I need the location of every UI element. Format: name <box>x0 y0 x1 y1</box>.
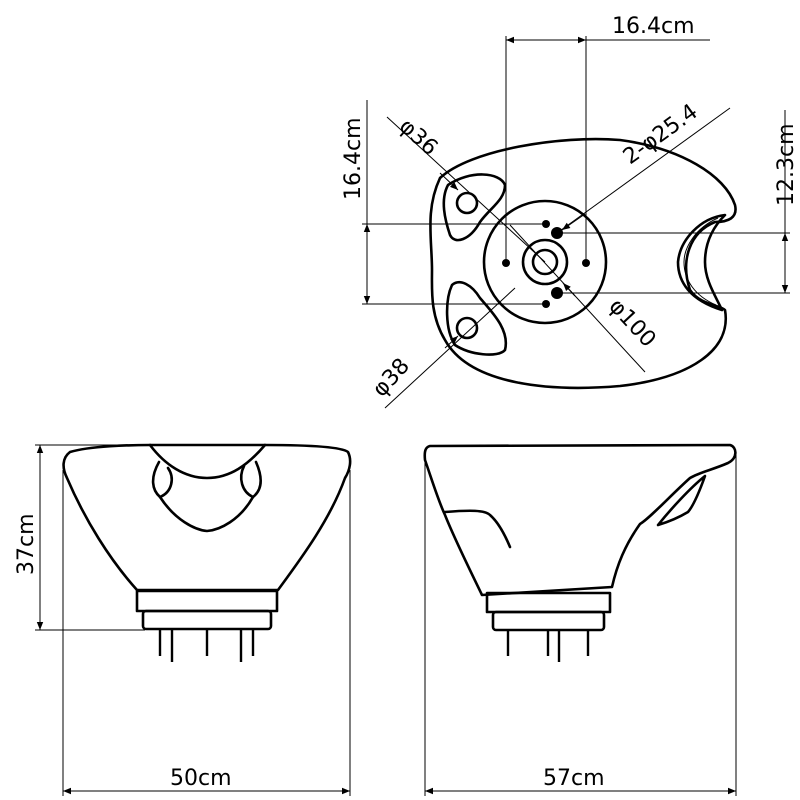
label-phi36: φ36 <box>394 114 442 161</box>
slot-top-left <box>442 173 507 242</box>
bowl-outline-side <box>423 443 737 597</box>
side-view: 57cm <box>423 443 737 796</box>
label-width-50cm: 50cm <box>170 766 232 791</box>
label-right-height: 12.3cm <box>774 123 799 206</box>
label-top-width: 16.4cm <box>612 14 695 39</box>
bowl-outline-front <box>62 443 352 592</box>
base-plate-phi100 <box>482 199 608 325</box>
right-cutout <box>676 213 727 312</box>
drain-hole <box>531 248 559 276</box>
label-phi38: φ38 <box>368 354 415 402</box>
label-depth-57cm: 57cm <box>543 766 605 791</box>
label-height-37cm: 37cm <box>14 513 39 575</box>
base-plate-front <box>135 589 279 613</box>
label-2-phi25-4: 2-φ25.4 <box>619 99 703 169</box>
label-phi100: φ100 <box>604 294 661 352</box>
base-plate-side <box>485 591 612 614</box>
top-view: 16.4cm 16.4cm 12.3cm φ36 φ38 2-φ25.4 φ10… <box>341 14 799 409</box>
hole-phi38 <box>455 316 479 340</box>
front-view: 37cm 50cm <box>14 443 352 796</box>
neck-cutout <box>148 443 267 480</box>
hole-phi36 <box>455 191 479 215</box>
slot-bottom-left <box>445 280 508 356</box>
bowl-outline-top <box>429 137 737 390</box>
drain-ring <box>521 238 569 286</box>
label-left-height: 16.4cm <box>341 117 366 200</box>
